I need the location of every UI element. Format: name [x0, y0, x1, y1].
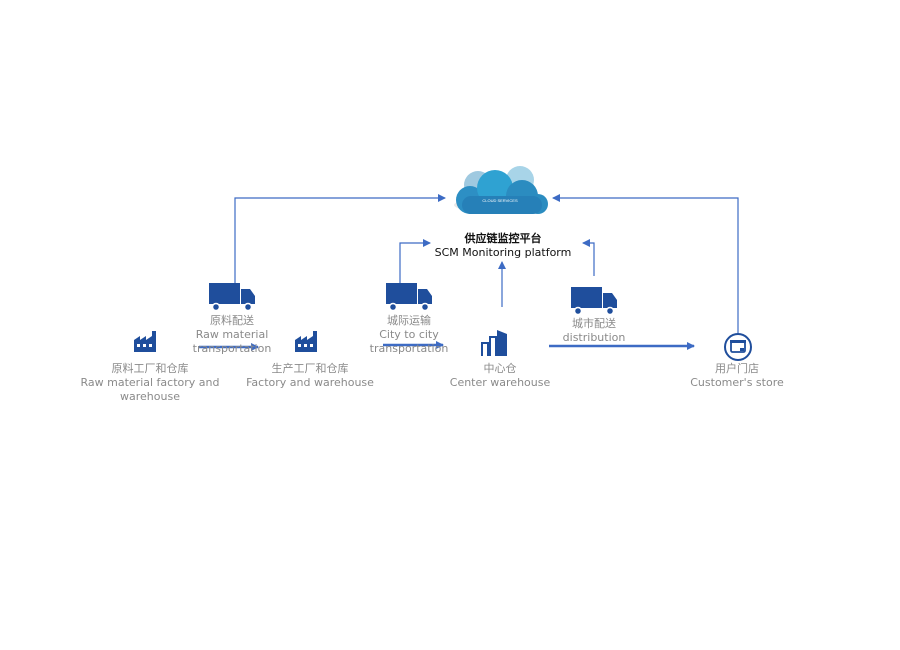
platform-title-zh: 供应链监控平台 [464, 232, 542, 245]
node-label: 生产工厂和仓库 Factory and warehouse [246, 362, 374, 390]
node-label: 用户门店 Customer's store [690, 362, 784, 390]
arrow-store-to-platform [552, 194, 739, 333]
store-icon [724, 333, 752, 361]
node-zh: 中心仓 [483, 362, 517, 375]
transport-en: City to city [379, 328, 439, 341]
transport-en: Raw material [195, 328, 269, 341]
transport-en2: transportation [192, 342, 272, 355]
platform-title-en: SCM Monitoring platform [434, 246, 572, 259]
transport-label: 原料配送 Raw material transportation [193, 314, 272, 356]
transport-en2: transportation [369, 342, 449, 355]
node-en2: warehouse [120, 390, 180, 403]
cloud-text: CLOUD SERVICES [482, 198, 518, 203]
node-en: Factory and warehouse [246, 376, 374, 389]
node-label: 原料工厂和仓库 Raw material factory and warehou… [81, 362, 220, 404]
node-en: Customer's store [690, 376, 784, 389]
truck-icon [209, 283, 255, 312]
node-label: 中心仓 Center warehouse [450, 362, 550, 390]
cloud-icon: CLOUD SERVICES [454, 166, 548, 214]
transport-label: 城际运输 City to city transportation [370, 314, 449, 356]
transport-zh: 城市配送 [572, 317, 616, 330]
node-en: Center warehouse [449, 376, 551, 389]
transport-en: distribution [562, 331, 626, 344]
truck-icon [571, 287, 617, 316]
warehouse-icon [481, 330, 507, 356]
arrow-truck1-to-platform [234, 194, 446, 288]
arrow-truck3-to-platform [582, 239, 595, 276]
platform-label: 供应链监控平台 SCM Monitoring platform [435, 232, 572, 260]
node-zh: 原料工厂和仓库 [111, 362, 189, 375]
node-zh: 生产工厂和仓库 [271, 362, 349, 375]
factory-icon [134, 331, 156, 352]
transport-zh: 城际运输 [386, 314, 431, 327]
transport-zh: 原料配送 [209, 314, 254, 327]
truck-icon [386, 283, 432, 312]
transport-label: 城市配送 distribution [563, 317, 626, 345]
node-en: Raw material factory and [80, 376, 220, 389]
node-zh: 用户门店 [714, 362, 759, 375]
arrow-truck2-to-platform [399, 239, 431, 283]
factory-icon [295, 331, 317, 352]
